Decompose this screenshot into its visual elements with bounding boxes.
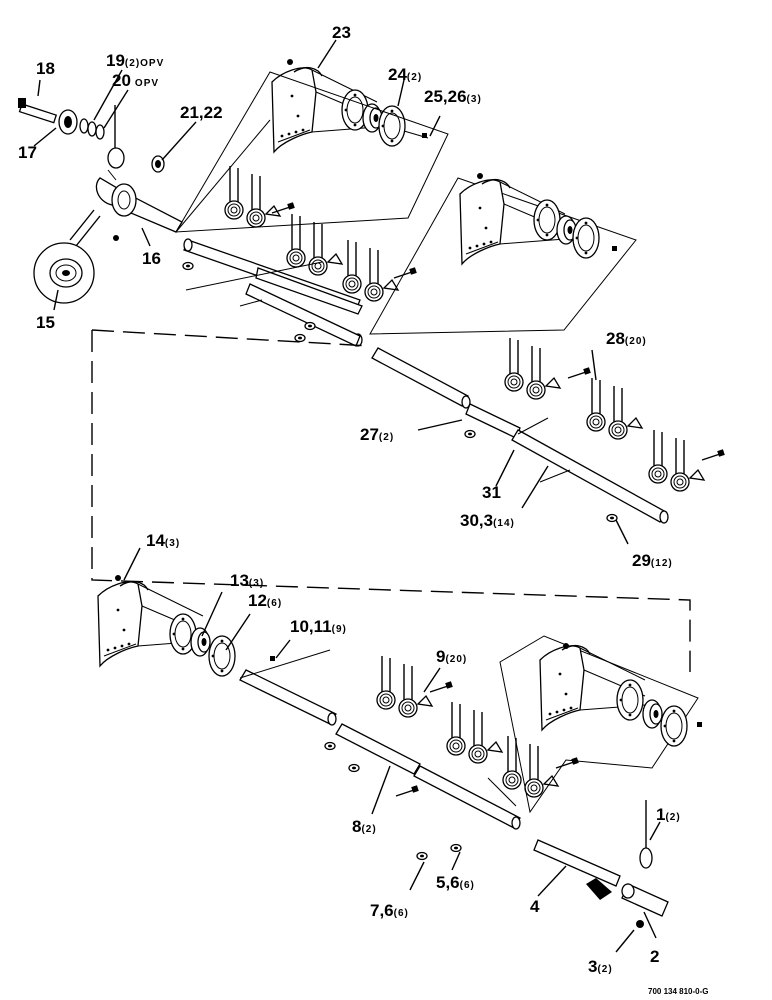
callout-4: 4 xyxy=(530,897,540,916)
upper-right-bearing-section xyxy=(369,173,637,335)
callout-10-11: 10,11(9) xyxy=(290,617,347,636)
callout-17: 17 xyxy=(18,143,37,162)
callout-2: 2 xyxy=(650,947,659,966)
callout-21-22: 21,22 xyxy=(180,103,223,122)
callout-23: 23 xyxy=(332,23,351,42)
lower-tine-section xyxy=(239,649,580,861)
callout-24: 24(2) xyxy=(388,65,422,84)
callout-18: 18 xyxy=(36,59,55,78)
lower-left-bearing-section xyxy=(97,575,275,677)
callout-5-6: 5,6(6) xyxy=(436,873,475,892)
drawing-number: 700 134 810-0-G xyxy=(648,987,709,996)
upper-tine-section xyxy=(175,59,449,347)
callout-8: 8(2) xyxy=(352,817,377,836)
callout-9: 9(20) xyxy=(436,647,467,666)
callout-16: 16 xyxy=(142,249,161,268)
callout-14: 14(3) xyxy=(146,531,180,550)
leader-lines xyxy=(33,39,661,953)
callout-1: 1(2) xyxy=(656,805,681,824)
alignment-dashed-line xyxy=(91,330,691,672)
callout-25-26: 25,26(3) xyxy=(424,87,482,106)
drive-end-assembly xyxy=(18,98,183,304)
callout-3: 3(2) xyxy=(588,957,613,976)
callout-13: 13(3) xyxy=(230,571,264,590)
callout-15: 15 xyxy=(36,313,55,332)
callout-12: 12(6) xyxy=(248,591,282,610)
callout-19: 19(2)OPV xyxy=(106,51,164,70)
callout-30-3: 30,3(14) xyxy=(460,511,515,530)
callout-31: 31 xyxy=(482,483,501,502)
middle-tine-section xyxy=(371,338,726,524)
lower-right-bearing-section xyxy=(499,635,702,928)
callout-29: 29(12) xyxy=(632,551,673,570)
callout-28: 28(20) xyxy=(606,329,647,348)
callout-7-6: 7,6(6) xyxy=(370,901,409,920)
callout-27: 27(2) xyxy=(360,425,394,444)
